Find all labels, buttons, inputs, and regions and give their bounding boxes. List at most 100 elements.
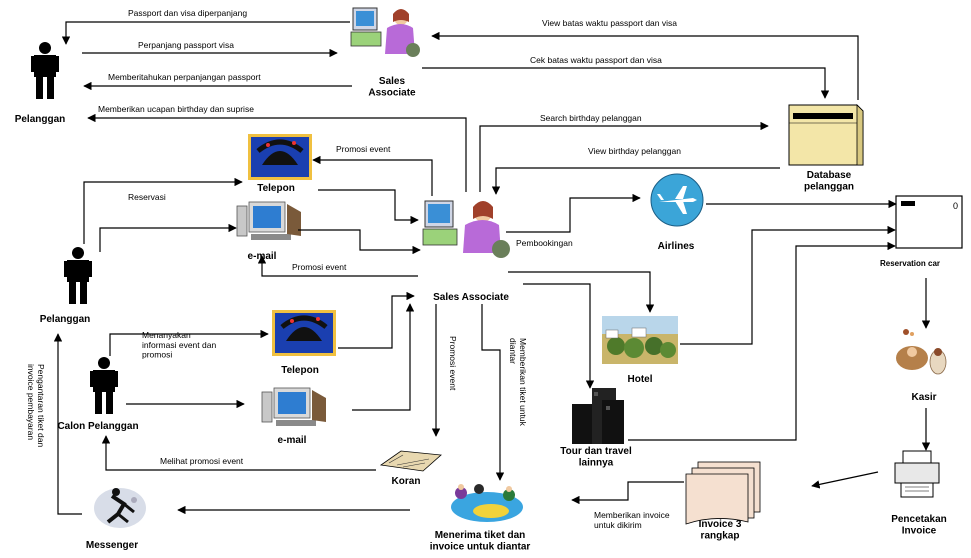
meeting-icon: [451, 484, 523, 522]
edge-label: Memberikan tiket untukdiantar: [508, 338, 528, 427]
database-icon: [788, 104, 864, 166]
flow-arrow: [508, 271, 655, 313]
hotel-icon: [602, 316, 678, 364]
flow-arrow: [338, 291, 415, 349]
text-line: Hotel: [628, 374, 653, 385]
text-line: View batas waktu passport dan visa: [542, 18, 677, 28]
text-line: rangkap: [701, 531, 740, 542]
person-icon: [31, 42, 59, 99]
invoice-stack-icon: [685, 461, 761, 525]
edge-label: View birthday pelanggan: [588, 146, 681, 156]
text-line: e-mail: [278, 435, 307, 446]
reservation-document-icon: 0: [895, 195, 963, 249]
edge-label: Promosi event: [292, 262, 347, 272]
text-line: pelanggan: [804, 182, 854, 193]
text-line: informasi event dan: [142, 340, 216, 350]
telephone-icon: [272, 310, 336, 356]
text-line: Promosi event: [336, 144, 391, 154]
text-line: invoice untuk diantar: [430, 542, 531, 553]
flow-arrow: [811, 471, 879, 489]
text-line: Pembookingan: [516, 238, 573, 248]
person-icon: [64, 247, 92, 304]
flow-arrow: [422, 67, 830, 99]
flow-arrow: [298, 229, 421, 255]
telephone-icon: [248, 134, 312, 180]
text-line: Memberikan tiket untuk: [518, 338, 528, 427]
edge-label: Cek batas waktu passport dan visa: [530, 55, 662, 65]
text-line: Invoice 3: [699, 519, 742, 530]
text-line: Sales Associate: [433, 292, 509, 303]
flow-arrow: [257, 255, 418, 277]
text-line: Cek batas waktu passport dan visa: [530, 55, 662, 65]
cashier-icon: [896, 329, 947, 375]
node-label-pelanggan-top: Pelanggan: [15, 114, 66, 125]
text-line: Passport dan visa diperpanjang: [128, 8, 247, 18]
text-line: lainnya: [579, 458, 614, 469]
edge-label: Pembookingan: [516, 238, 573, 248]
airplane-icon: [650, 173, 704, 227]
flow-arrow: [481, 304, 505, 481]
flow-arrow: [571, 481, 684, 505]
text-line: Menanyakan: [142, 330, 191, 340]
text-line: Memberitahukan perpanjangan passport: [108, 72, 261, 82]
text-line: Promosi event: [292, 262, 347, 272]
text-line: Sales: [379, 76, 406, 87]
text-line: diantar: [508, 338, 518, 364]
text-line: Pelanggan: [15, 114, 66, 125]
text-line: Memberikan ucapan birthday dan suprise: [98, 104, 254, 114]
text-line: Search birthday pelanggan: [540, 113, 642, 123]
edge-label: Promosi event: [336, 144, 391, 154]
buildings-icon: [572, 388, 624, 444]
text-line: Telepon: [257, 183, 295, 194]
node-label-telepon-1: Telepon: [257, 183, 295, 194]
computer-icon: [236, 201, 301, 240]
flow-arrow: [101, 435, 376, 471]
text-line: Database: [807, 170, 852, 181]
printer-icon: [894, 450, 940, 498]
edge-label: View batas waktu passport dan visa: [542, 18, 677, 28]
edge-label: Promosi event: [448, 336, 458, 391]
text-line: Memberikan invoice: [594, 510, 670, 520]
text-line: Menerima tiket dan: [435, 530, 526, 541]
node-label-pelanggan-mid: Pelanggan: [40, 314, 91, 325]
text-line: Melihat promosi event: [160, 456, 244, 466]
node-label-sales-center: Sales Associate: [433, 292, 509, 303]
edge-label: Reservasi: [128, 192, 166, 202]
flow-arrow: [83, 177, 243, 244]
flow-arrow: [680, 225, 896, 345]
flow-arrow: [318, 189, 419, 225]
text-line: Telepon: [281, 365, 319, 376]
flow-arrow: [506, 193, 641, 233]
text-line: Reservasi: [128, 192, 166, 202]
text-line: invoice pembayaran: [26, 364, 36, 440]
text-line: Airlines: [658, 241, 695, 252]
edge-label: Perpanjang passport visa: [138, 40, 234, 50]
flow-arrow: [109, 329, 269, 356]
text-line: Reservation car: [880, 259, 940, 268]
text-line: Pencetakan: [891, 514, 947, 525]
node-label-calon: Calon Pelanggan: [57, 421, 138, 432]
flow-arrow: [431, 31, 859, 100]
text-line: View birthday pelanggan: [588, 146, 681, 156]
text-line: Tour dan travel: [560, 446, 632, 457]
node-label-kasir: Kasir: [911, 392, 936, 403]
svg-text:0: 0: [953, 201, 958, 211]
node-label-hotel: Hotel: [628, 374, 653, 385]
computer-icon: [261, 387, 326, 426]
text-line: Invoice: [902, 526, 937, 537]
flow-arrow: [523, 283, 595, 389]
sales-associate-icon: [350, 7, 420, 57]
node-label-telepon-2: Telepon: [281, 365, 319, 376]
node-label-reservation: Reservation car: [880, 259, 940, 268]
newspaper-icon: [379, 450, 442, 472]
node-label-messenger: Messenger: [86, 540, 138, 551]
text-line: untuk dikirim: [594, 520, 642, 530]
edge-label: Pengantaran tiket daninvoice pembayaran: [26, 364, 46, 447]
text-line: promosi: [142, 350, 172, 360]
text-line: Promosi event: [448, 336, 458, 391]
flow-arrow: [99, 223, 237, 252]
